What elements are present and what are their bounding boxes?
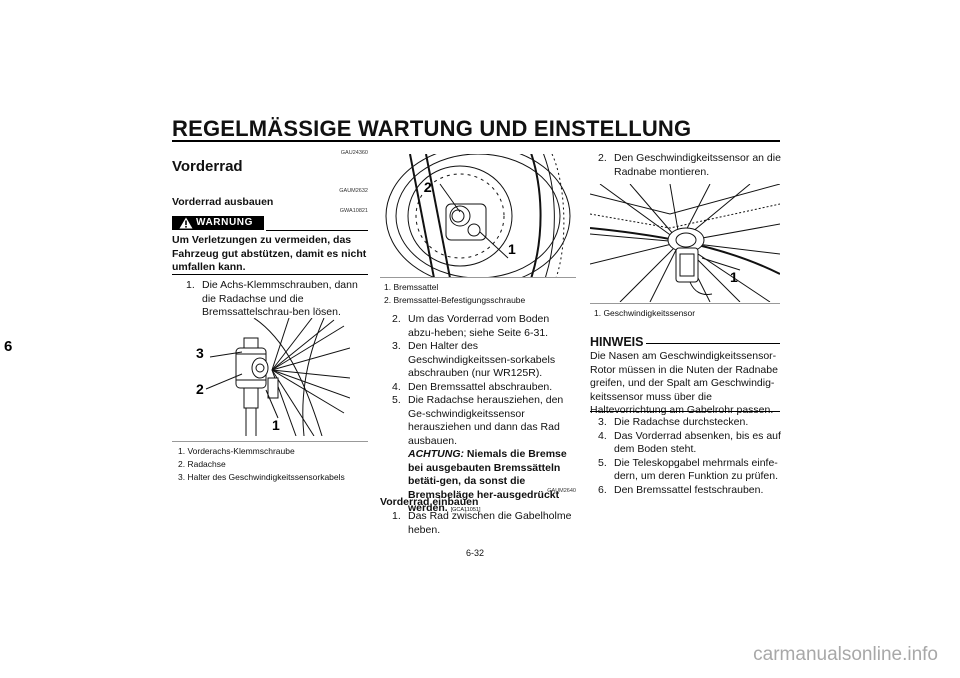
list-item: 4. Das Vorderrad absenken, bis es auf dem…	[598, 430, 782, 457]
section-code: GAU24360	[340, 150, 368, 156]
caption-rule	[172, 441, 368, 442]
warning-triangle-icon	[179, 217, 193, 229]
step-number: 1.	[186, 279, 195, 291]
figure-captions-col2: 1. Bremssattel 2. Bremssattel-Befestigun…	[384, 281, 580, 307]
list-item: 3. Die Radachse durchstecken.	[598, 416, 782, 430]
step-text: Die Achs-Klemmschrauben, dann die Radach…	[202, 279, 358, 318]
install-steps-col3: 3. Die Radachse durchstecken. 4. Das Vorde…	[598, 416, 782, 497]
note-rule-bottom	[590, 411, 780, 412]
step-text: Die Radachse durchstecken.	[614, 416, 749, 428]
step-text: Den Halter des Geschwindigkeitssen-sorka…	[408, 340, 556, 379]
caption-rule	[590, 303, 780, 304]
step-number: 4.	[392, 380, 401, 393]
figure-callout-2: 2	[424, 179, 432, 195]
step-text: Den Bremssattel abschrauben.	[408, 380, 553, 393]
figure-callout-1: 1	[730, 269, 738, 285]
removal-steps-col1: 1. Die Achs-Klemmschrauben, dann die Rad…	[186, 279, 368, 320]
step-text: Den Bremssattel festschrauben.	[614, 483, 764, 496]
list-item: 4. Den Bremssattel abschrauben.	[392, 381, 578, 395]
caption-item: 3. Halter des Geschwindigkeitssensorkabe…	[178, 472, 345, 482]
note-label: HINWEIS	[590, 335, 644, 349]
warning-badge: WARNUNG	[172, 216, 264, 230]
step-number: 2.	[598, 152, 607, 164]
subsection-heading: Vorderrad ausbauen	[172, 196, 274, 208]
warning-code: GWA10821	[339, 208, 368, 214]
list-item: 1. Das Rad zwischen die Gabelholme heben.	[392, 510, 578, 537]
step-text: Die Radachse herausziehen, den Ge-schwin…	[408, 394, 564, 447]
chapter-tab: 6	[4, 338, 13, 355]
caption-item: 1. Bremssattel	[384, 282, 439, 292]
figure-speed-sensor: 1	[590, 184, 780, 302]
figure-callout-1: 1	[508, 241, 516, 257]
install-steps-col3-top: 2. Den Geschwindigkeitssensor an die Radn…	[598, 152, 782, 179]
page-title: REGELMÄSSIGE WARTUNG UND EINSTELLUNG	[172, 116, 692, 141]
figure-caption-col3: 1. Geschwindigkeitssensor	[594, 308, 696, 318]
step-number: 1.	[392, 510, 401, 522]
caption-rule	[380, 277, 576, 278]
warning-label: WARNUNG	[196, 217, 253, 228]
step-text: Das Vorderrad absenken, bis es auf dem B…	[614, 429, 781, 456]
step-number: 3.	[598, 416, 607, 428]
step-number: 4.	[598, 429, 607, 442]
step-number: 6.	[598, 483, 607, 496]
subsection-code: GAUM2640	[547, 488, 576, 494]
figure-brake-caliper: 2 1	[380, 154, 576, 278]
step-text: Um das Vorderrad vom Boden abzu-heben; s…	[408, 313, 550, 339]
step-text: Die Teleskopgabel mehrmals einfe-dern, u…	[614, 456, 779, 483]
install-steps-col2: 1. Das Rad zwischen die Gabelholme heben.	[392, 510, 578, 537]
step-number: 5.	[598, 456, 607, 469]
step-text: Den Geschwindigkeitssensor an die Radnab…	[614, 152, 781, 178]
caution-label: ACHTUNG:	[408, 448, 464, 460]
subsection-code: GAUM2632	[339, 188, 368, 194]
caption-item: 1. Vorderachs-Klemmschraube	[178, 446, 295, 456]
subsection-heading: Vorderrad einbauen	[380, 496, 479, 508]
section-heading: Vorderrad	[172, 158, 243, 175]
figure-captions-col1: 1. Vorderachs-Klemmschraube 2. Radachse …	[178, 445, 378, 484]
list-item: 1. Die Achs-Klemmschrauben, dann die Rad…	[186, 279, 368, 320]
step-number: 5.	[392, 394, 401, 406]
caption-item: 2. Bremssattel-Befestigungsschraube	[384, 295, 526, 305]
figure-front-axle: 3 2 1	[194, 318, 350, 436]
list-item: 3. Den Halter des Geschwindigkeitssen-sor…	[392, 340, 578, 381]
list-item: 5. Die Teleskopgabel mehrmals einfe-dern,…	[598, 457, 782, 484]
list-item: 6. Den Bremssattel festschrauben.	[598, 484, 782, 498]
list-item: 5. Die Radachse herausziehen, den Ge-schw…	[392, 394, 578, 518]
warning-rule-bottom	[172, 274, 368, 275]
caution-code: [GCA11051]	[450, 507, 481, 513]
caption-item: 2. Radachse	[178, 459, 226, 469]
removal-steps-col2: 2. Um das Vorderrad vom Boden abzu-heben;…	[392, 313, 578, 518]
list-item: 2. Um das Vorderrad vom Boden abzu-heben;…	[392, 313, 578, 340]
watermark: carmanualsonline.info	[753, 644, 938, 665]
page-number: 6-32	[466, 548, 485, 558]
figure-callout-1: 1	[272, 417, 280, 433]
note-text: Die Nasen am Geschwindigkeitssensor-Roto…	[590, 350, 778, 416]
step-number: 2.	[392, 313, 401, 325]
figure-callout-2: 2	[196, 381, 204, 397]
header-rule	[172, 140, 780, 142]
note-rule-top	[646, 343, 780, 344]
list-item: 2. Den Geschwindigkeitssensor an die Radn…	[598, 152, 782, 179]
step-text: Das Rad zwischen die Gabelholme heben.	[408, 510, 572, 536]
step-number: 3.	[392, 340, 401, 352]
figure-callout-3: 3	[196, 345, 204, 361]
warning-rule-top	[266, 230, 368, 231]
warning-text: Um Verletzungen zu vermeiden, das Fahrze…	[172, 234, 367, 273]
caution-text: Niemals die Bremse bei ausgebauten Brems…	[408, 448, 567, 514]
